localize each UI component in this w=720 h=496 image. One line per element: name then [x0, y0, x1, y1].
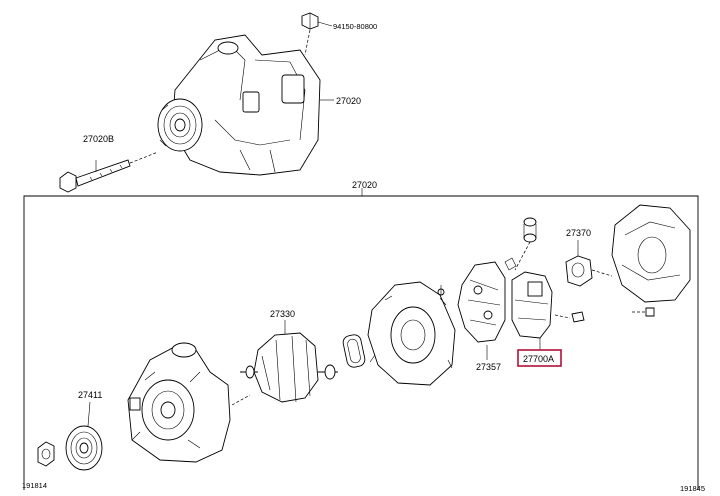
brush-holder-part-number: 27370 [566, 228, 591, 238]
front-housing-drawing [127, 342, 251, 463]
regulator-part-number: 27700A [523, 354, 554, 364]
alternator-assembly-drawing [157, 34, 321, 176]
regulator-highlight-box [517, 349, 562, 367]
pulley-drawing [65, 401, 103, 471]
rectifier-drawing [457, 261, 506, 360]
spring-cap-drawing [504, 217, 537, 271]
rotor-part-number: 27330 [270, 309, 295, 319]
bolt-part-number: 27020B [83, 134, 114, 144]
alternator-part-number: 27020 [336, 96, 361, 106]
gasket-drawing [342, 334, 366, 368]
brush-holder-drawing [565, 240, 613, 287]
footer-code-right: 191845 [680, 484, 705, 493]
rotor-drawing [240, 320, 338, 403]
pulley-part-number: 27411 [78, 390, 102, 400]
nut-part-number: 94150-80800 [333, 22, 377, 31]
rear-housing-drawing [367, 281, 456, 386]
pulley-nut-drawing [37, 441, 55, 467]
rear-cover-drawing [611, 204, 691, 317]
section-part-number: 27020 [352, 180, 377, 190]
regulator-drawing [511, 271, 585, 350]
exploded-view-frame [23, 188, 699, 490]
rectifier-part-number: 27357 [476, 362, 501, 372]
footer-code-left: 191814 [22, 481, 47, 490]
bolt-drawing [59, 151, 159, 193]
top-nut-drawing [301, 12, 333, 56]
